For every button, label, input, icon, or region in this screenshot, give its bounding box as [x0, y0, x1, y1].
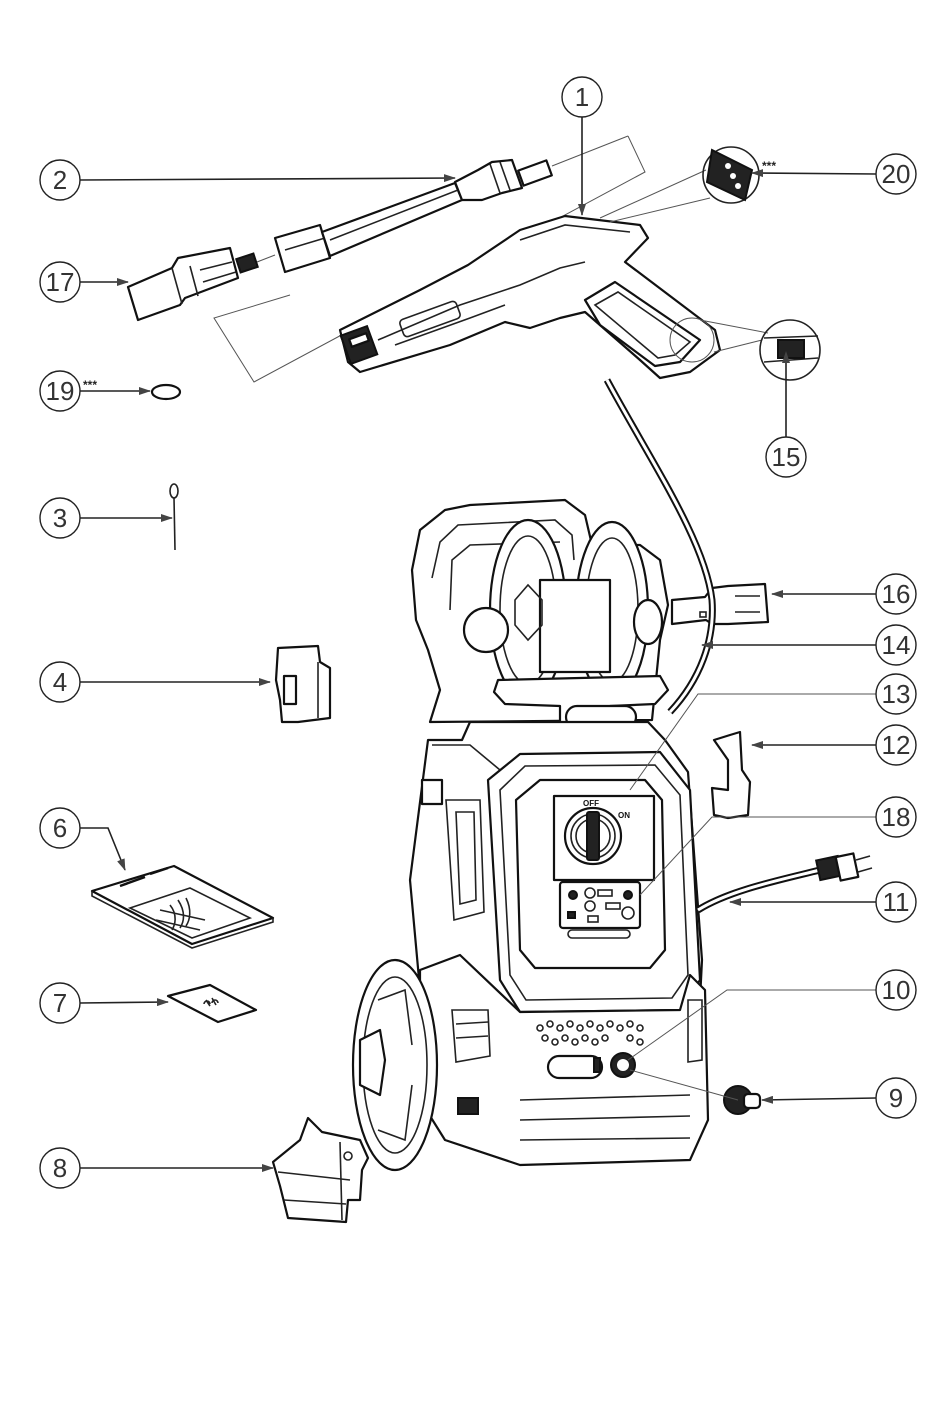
dial-label-off: OFF: [583, 799, 599, 808]
callout-number: 8: [53, 1153, 67, 1183]
callout-number: 1: [575, 82, 589, 112]
connector-detail: [707, 150, 752, 200]
trigger-lock-detail: [764, 336, 818, 362]
accessory-mark-19: ***: [83, 378, 97, 392]
callout-2: 2: [40, 160, 80, 200]
callout-number: 16: [882, 579, 911, 609]
callout-number: 14: [882, 630, 911, 660]
callout-6: 6: [40, 808, 80, 848]
callout-number: 6: [53, 813, 67, 843]
callout-7: 7: [40, 983, 80, 1023]
callout-number: 19: [46, 376, 75, 406]
callout-number: 11: [883, 887, 910, 917]
callout-number: 10: [882, 975, 911, 1005]
needle-part: [170, 484, 178, 550]
callout-number: 7: [53, 988, 67, 1018]
callout-number: 4: [53, 667, 67, 697]
callout-15: 15: [766, 437, 806, 477]
callout-12: 12: [876, 725, 916, 765]
callout-number: 17: [46, 267, 75, 297]
callout-1: 1: [562, 77, 602, 117]
dial-label-on: ON: [618, 811, 630, 820]
callout-number: 9: [889, 1083, 903, 1113]
callout-number: 2: [53, 165, 67, 195]
on-off-dial: OFF ON: [554, 796, 654, 880]
callout-20: 20: [876, 154, 916, 194]
callout-8: 8: [40, 1148, 80, 1188]
gun-holder-part: [276, 646, 330, 722]
callout-18: 18: [876, 797, 916, 837]
detergent-bottle-part: [672, 584, 768, 624]
inlet-connector-part: [724, 1086, 760, 1114]
pressure-washer-body: OFF ON: [353, 500, 708, 1170]
spray-gun-part: [340, 147, 820, 380]
manual-part: [92, 866, 273, 948]
callout-9: 9: [876, 1078, 916, 1118]
callout-16: 16: [876, 574, 916, 614]
accessory-holder-part: [273, 1118, 368, 1222]
callout-19: 19: [40, 371, 80, 411]
callout-number: 15: [772, 442, 801, 472]
filter-part: [152, 385, 180, 399]
callout-13: 13: [876, 674, 916, 714]
callout-3: 3: [40, 498, 80, 538]
callout-14: 14: [876, 625, 916, 665]
callout-number: 12: [882, 730, 911, 760]
callout-10: 10: [876, 970, 916, 1010]
callout-number: 3: [53, 503, 67, 533]
callout-number: 13: [882, 679, 911, 709]
accessory-mark-20: ***: [762, 159, 776, 173]
callout-number: 20: [882, 159, 911, 189]
adjustable-nozzle-part: [128, 248, 258, 320]
cord-hook-part: [712, 732, 750, 818]
callout-number: 18: [882, 802, 911, 832]
callout-17: 17: [40, 262, 80, 302]
callout-11: 11: [876, 882, 916, 922]
callout-4: 4: [40, 662, 80, 702]
screw-bag-part: [168, 985, 256, 1022]
